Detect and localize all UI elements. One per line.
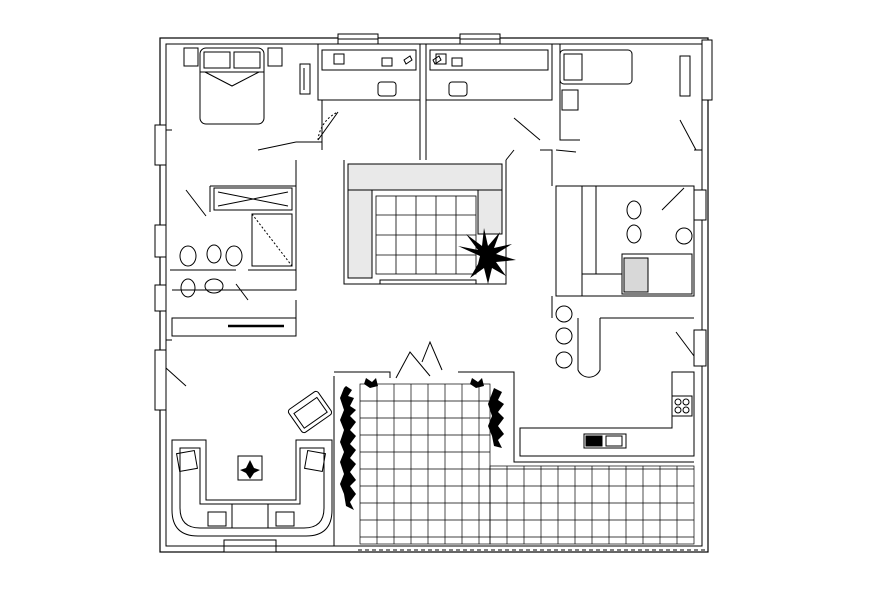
pillow-right xyxy=(233,51,261,69)
bathroom-1 xyxy=(170,185,297,298)
kitchen xyxy=(519,296,695,457)
bathtub xyxy=(213,187,293,211)
stove xyxy=(671,395,693,417)
desk-1 xyxy=(321,49,417,71)
master-bedroom xyxy=(183,47,311,125)
bathroom-2 xyxy=(555,185,695,297)
bar-counter xyxy=(577,318,601,378)
washbasin xyxy=(225,245,243,267)
door-swings xyxy=(165,111,697,387)
desk-2 xyxy=(429,49,549,71)
cushion xyxy=(275,511,295,527)
wardrobe xyxy=(299,63,311,95)
sectional-sofa xyxy=(171,439,333,537)
bidet xyxy=(626,224,642,244)
chair-2 xyxy=(448,81,468,97)
pillow-left xyxy=(203,51,231,69)
terrace-tiles xyxy=(359,383,695,545)
inner-courtyard xyxy=(343,160,516,285)
terrace-planters xyxy=(340,378,504,510)
planter-left xyxy=(347,189,373,279)
interior-walls xyxy=(166,129,702,341)
cushion xyxy=(303,449,327,473)
coffee-table xyxy=(237,455,263,481)
wardrobe xyxy=(679,55,691,97)
bar-stool xyxy=(555,351,573,369)
top-windows xyxy=(154,33,713,553)
kitchen-counter xyxy=(519,371,695,457)
nightstand xyxy=(561,89,579,111)
shower xyxy=(251,213,293,267)
palm-plant xyxy=(458,228,516,284)
washbasin xyxy=(675,227,693,245)
toilet xyxy=(626,200,642,220)
bar-stool xyxy=(555,305,573,323)
sink xyxy=(583,433,627,449)
hall-counter xyxy=(171,317,297,337)
double-bed xyxy=(199,47,265,125)
planter-top xyxy=(347,163,503,191)
nightstand-right xyxy=(267,47,283,67)
armchair xyxy=(287,390,333,434)
study-rooms xyxy=(317,44,553,160)
cushion xyxy=(207,511,227,527)
planter-right xyxy=(477,189,503,235)
nightstand-left xyxy=(183,47,199,67)
bedroom-2 xyxy=(559,44,691,141)
cushion xyxy=(175,449,199,473)
bar-stool xyxy=(555,327,573,345)
terrace xyxy=(333,371,708,551)
courtyard-tiles xyxy=(375,195,477,275)
single-bed xyxy=(559,49,633,85)
living-room xyxy=(171,390,333,537)
toilet xyxy=(179,245,197,267)
bidet xyxy=(206,244,222,264)
chair-1 xyxy=(377,81,397,97)
